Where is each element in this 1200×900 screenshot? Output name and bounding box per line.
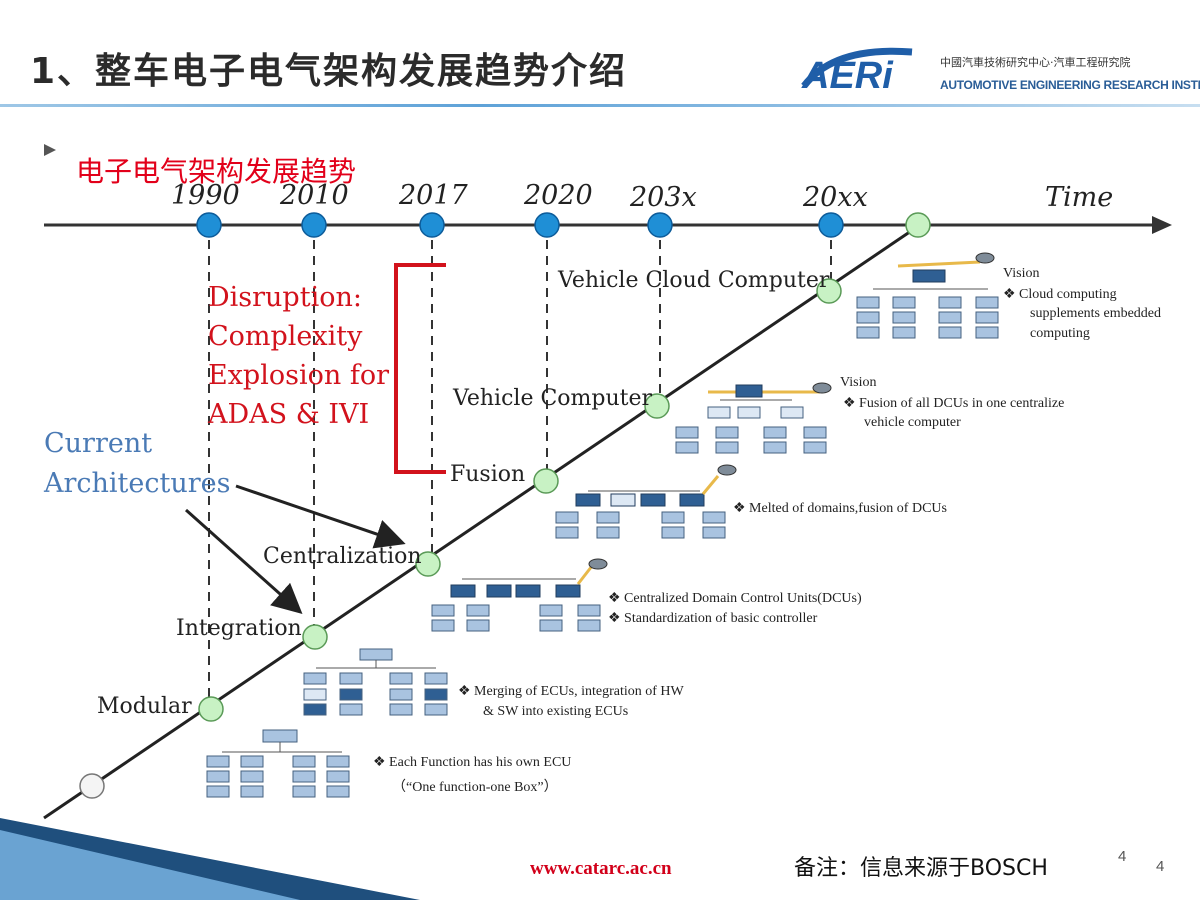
year-label-203x: 203x	[630, 182, 697, 213]
ecu-diagram-fusion	[555, 464, 737, 539]
note-fusion-1: ❖ Melted of domains,fusion of DCUs	[733, 501, 947, 516]
note-modular-2: （“One function-one Box”）	[392, 780, 558, 795]
decor-wedge-light	[0, 830, 300, 900]
bullet-arrow-icon	[44, 144, 56, 156]
footer-source-note: 备注：信息来源于BOSCH	[794, 856, 1048, 881]
year-label-2020: 2020	[524, 180, 593, 211]
node-start	[79, 773, 105, 799]
node-future	[905, 212, 931, 238]
disruption-bracket	[394, 263, 446, 474]
node-integration	[302, 624, 328, 650]
disruption-text: Disruption: Complexity Explosion for ADA…	[208, 278, 389, 434]
ecu-diagram-modular	[206, 729, 350, 798]
header-divider	[0, 104, 1200, 107]
time-axis-arrowhead	[1152, 216, 1172, 234]
current-line: Architectures	[44, 468, 231, 499]
node-cloud	[816, 278, 842, 304]
note-vc-1: ❖ Fusion of all DCUs in one centralize	[843, 396, 1065, 411]
stage-label-centralization: Centralization	[263, 544, 422, 569]
stage-label-modular: Modular	[97, 694, 192, 719]
ecu-diagram-cloud	[856, 252, 999, 339]
arrow-to-integration	[185, 508, 303, 614]
time-axis-label: Time	[1045, 182, 1114, 213]
node-2010	[301, 212, 327, 238]
node-fusion	[533, 468, 559, 494]
logo-name-cn: 中國汽車技術研究中心·汽車工程研究院	[940, 56, 1131, 69]
page-number-small: 4	[1118, 848, 1127, 865]
disruption-line: Complexity	[208, 321, 363, 352]
note-cloud-2: supplements embedded	[1030, 306, 1162, 321]
note-integration-2: & SW into existing ECUs	[483, 704, 629, 719]
note-integration-1: ❖ Merging of ECUs, integration of HW	[458, 684, 684, 699]
node-203x	[647, 212, 673, 238]
node-vehicle-computer	[644, 393, 670, 419]
logo-mark: AERi	[801, 55, 894, 94]
current-architectures-text: Current Architectures	[44, 424, 230, 504]
current-line: Current	[44, 428, 153, 459]
section-title: 电子电气架构发展趋势	[76, 155, 357, 188]
note-centralization-1: ❖ Centralized Domain Control Units(DCUs)	[608, 591, 862, 606]
node-centralization	[415, 551, 441, 577]
disruption-line: Explosion for	[208, 360, 389, 391]
page-title: 1、整车电子电气架构发展趋势介绍	[30, 51, 628, 92]
year-label-2010: 2010	[280, 180, 349, 211]
disruption-line: ADAS & IVI	[208, 399, 370, 430]
ecu-diagram-integration	[303, 648, 448, 716]
note-modular-1: ❖ Each Function has his own ECU	[373, 755, 572, 770]
stage-label-vehicle-computer: Vehicle Computer	[453, 386, 653, 411]
node-1990	[196, 212, 222, 238]
logo-name-en: AUTOMOTIVE ENGINEERING RESEARCH INSTITUT…	[940, 78, 1200, 92]
footer-url-link[interactable]: www.catarc.ac.cn	[530, 858, 672, 879]
note-vc-2: vehicle computer	[864, 415, 961, 430]
disruption-line: Disruption:	[208, 282, 362, 313]
year-label-1990: 1990	[171, 180, 240, 211]
trend-line	[43, 223, 921, 820]
note-cloud-vision: Vision	[1003, 266, 1040, 281]
year-label-20xx: 20xx	[803, 182, 868, 213]
note-cloud-3: computing	[1030, 326, 1090, 341]
stage-label-cloud: Vehicle Cloud Computer	[558, 268, 830, 293]
stage-label-integration: Integration	[176, 616, 302, 641]
node-2020	[534, 212, 560, 238]
node-2017	[419, 212, 445, 238]
page-number: 4	[1156, 858, 1165, 875]
year-label-2017: 2017	[399, 180, 468, 211]
ecu-diagram-vehicle-computer	[675, 382, 832, 454]
note-cloud-1: ❖ Cloud computing	[1003, 287, 1117, 302]
node-modular	[198, 696, 224, 722]
node-20xx	[818, 212, 844, 238]
ecu-diagram-centralization	[431, 558, 608, 632]
stage-label-fusion: Fusion	[450, 462, 526, 487]
aeri-logo: AERi	[801, 47, 913, 94]
note-centralization-2: ❖ Standardization of basic controller	[608, 611, 818, 626]
arrow-to-centralization	[235, 484, 406, 549]
note-vc-vision: Vision	[840, 375, 877, 390]
